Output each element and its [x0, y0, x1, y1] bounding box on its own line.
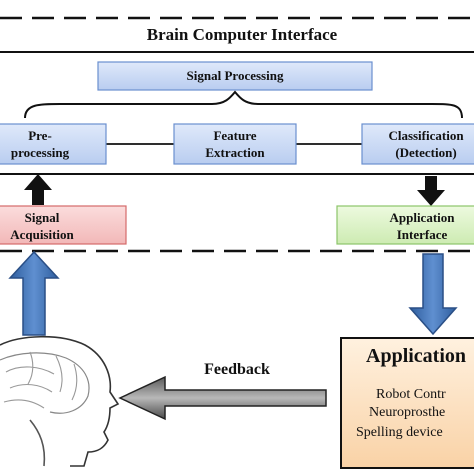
feature-extraction-label-line1: Feature: [213, 128, 256, 143]
preprocessing-label-line1: Pre-: [28, 128, 52, 143]
applications-item-3: Spelling device: [356, 425, 443, 440]
signal-processing-box: [97, 61, 373, 91]
applications-heading: Application: [366, 345, 466, 367]
down-black-arrow: [417, 176, 445, 206]
feedback-label: Feedback: [204, 361, 270, 378]
signal-acquisition-box: [0, 205, 127, 245]
preprocessing-label-line2: processing: [11, 145, 70, 160]
classification-box: [361, 123, 474, 165]
preprocessing-box: [0, 123, 107, 165]
feature-extraction-label-line2: Extraction: [205, 145, 265, 160]
applications-item-1: Robot Contr: [376, 387, 446, 402]
signal-processing-label: Signal Processing: [187, 68, 284, 83]
application-interface-label-line2: Interface: [397, 227, 448, 242]
brain-head-icon: [0, 335, 120, 467]
signal-acquisition-label-line1: Signal: [25, 210, 60, 225]
signal-acquisition-label-line2: Acquisition: [10, 227, 74, 242]
classification-label-line1: Classification: [388, 128, 464, 143]
classification-label-line2: (Detection): [395, 145, 456, 160]
blue-up-arrow: [8, 250, 60, 336]
application-interface-label-line1: Application: [389, 210, 455, 225]
applications-item-2: Neuroprosthe: [369, 405, 445, 420]
blue-down-arrow: [408, 253, 458, 336]
application-interface-box: [336, 205, 474, 245]
diagram-title: Brain Computer Interface: [147, 25, 338, 44]
applications-box: [340, 337, 474, 469]
feedback-arrow: [118, 375, 327, 421]
feature-extraction-box: [173, 123, 297, 165]
signal-processing-brace: [24, 90, 463, 119]
up-black-arrow: [24, 174, 52, 205]
